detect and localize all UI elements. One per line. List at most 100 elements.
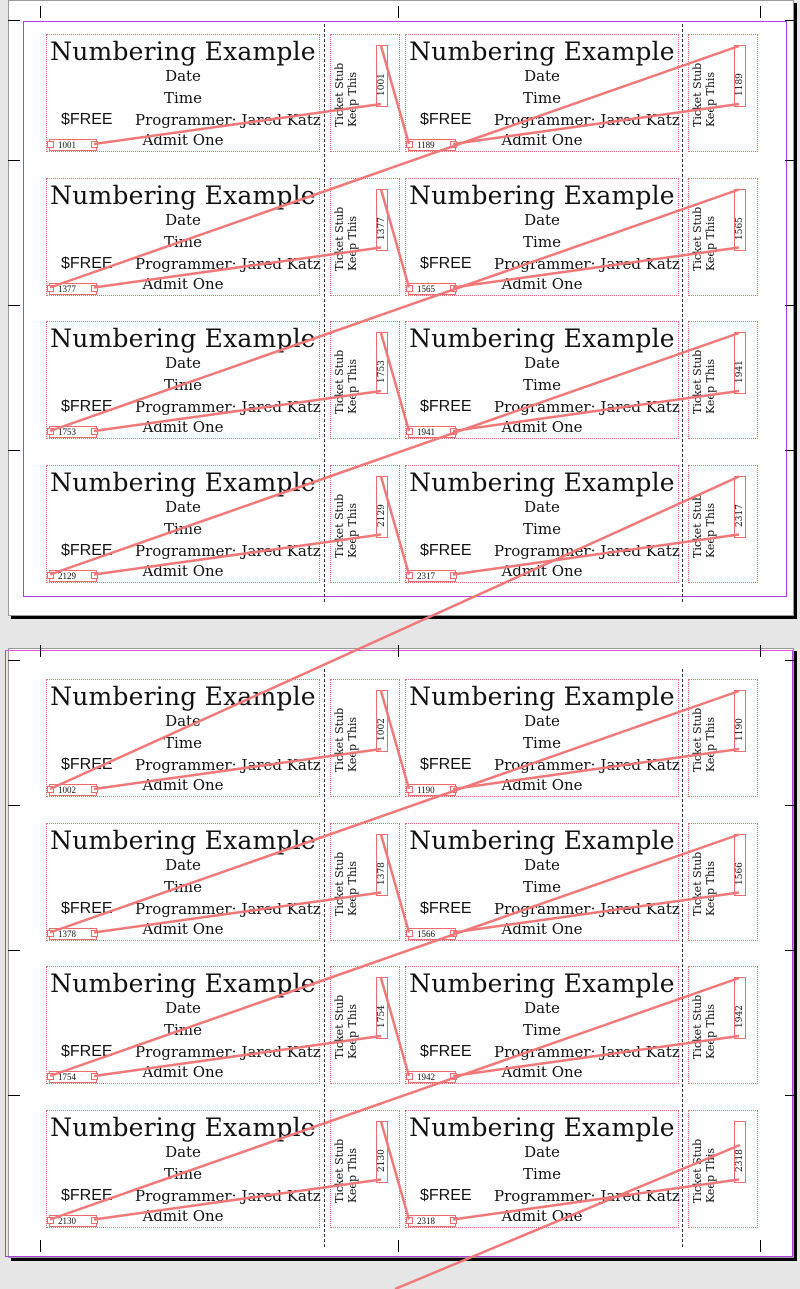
in-port-icon[interactable] — [406, 1216, 413, 1224]
stub-number-frame[interactable]: 2317 — [734, 475, 746, 538]
out-port-icon[interactable] — [91, 428, 98, 435]
ticket-price: $FREE — [61, 1186, 113, 1204]
stub-number-frame[interactable]: 1754 — [376, 977, 388, 1039]
ticket-number-frame[interactable]: 2130 — [49, 1214, 97, 1227]
ticket-number-frame[interactable]: 1002 — [49, 784, 97, 796]
out-port-icon[interactable] — [450, 284, 457, 292]
stub-number-frame[interactable]: 2130 — [376, 1120, 388, 1183]
stub-number: 1941 — [735, 360, 745, 383]
in-port-icon[interactable] — [406, 428, 413, 435]
out-port-icon[interactable] — [91, 571, 98, 579]
stub-number-frame[interactable]: 1565 — [734, 188, 746, 251]
ticket-price: $FREE — [61, 1043, 113, 1060]
ticket-number-frame[interactable]: 1377 — [49, 282, 97, 295]
out-port-icon[interactable] — [450, 929, 457, 937]
stub-number-frame[interactable]: 1002 — [376, 690, 388, 752]
ticket-number-frame[interactable]: 2318 — [408, 1214, 456, 1227]
ticket-number-frame[interactable]: 1941 — [408, 426, 456, 438]
ticket-number-frame[interactable]: 1566 — [408, 927, 456, 940]
out-port-icon[interactable] — [91, 141, 98, 148]
in-port-icon[interactable] — [47, 786, 54, 793]
in-port-icon[interactable] — [47, 428, 54, 435]
in-port-icon[interactable] — [47, 141, 54, 148]
out-port-icon[interactable] — [450, 141, 457, 148]
out-port-icon[interactable] — [91, 929, 98, 937]
out-port-icon[interactable] — [450, 1216, 457, 1224]
in-port-icon[interactable] — [406, 786, 413, 793]
stub-number-frame[interactable]: 2129 — [376, 475, 388, 538]
ticket-number-frame[interactable]: 1190 — [408, 784, 456, 796]
out-port-icon[interactable] — [91, 1073, 98, 1080]
ticket-number-frame[interactable]: 1189 — [408, 139, 456, 151]
in-port-icon[interactable] — [47, 1216, 54, 1224]
ticket-number-frame[interactable]: 1001 — [49, 139, 97, 151]
stub-number-frame[interactable]: 1753 — [376, 332, 388, 394]
out-port-icon[interactable] — [450, 571, 457, 579]
ticket-number-frame[interactable]: 1753 — [49, 426, 97, 438]
stub-number-frame[interactable]: 1378 — [376, 833, 388, 896]
ticket-number-frame[interactable]: 1565 — [408, 282, 456, 295]
in-port-icon[interactable] — [47, 571, 54, 579]
stub-number-frame[interactable]: 1377 — [376, 188, 388, 251]
out-port-icon[interactable] — [91, 1216, 98, 1224]
stub-number-frame[interactable]: 1190 — [734, 690, 746, 752]
in-port-icon[interactable] — [47, 929, 54, 937]
stub-number-frame[interactable]: 1001 — [376, 45, 388, 107]
out-port-icon[interactable] — [91, 284, 98, 292]
in-port-icon[interactable] — [406, 571, 413, 579]
out-port-icon[interactable] — [450, 428, 457, 435]
crop-mark — [785, 305, 797, 306]
in-port-icon[interactable] — [406, 284, 413, 292]
ticket-number-frame[interactable]: 2129 — [49, 569, 97, 582]
stub-number-frame[interactable]: 1941 — [734, 332, 746, 394]
in-port-icon[interactable] — [47, 1073, 54, 1080]
in-port-icon[interactable] — [406, 1073, 413, 1080]
ticket-number-frame[interactable]: 1378 — [49, 927, 97, 940]
in-port-icon[interactable] — [406, 929, 413, 937]
out-port-icon[interactable] — [450, 786, 457, 793]
stub-number-frame[interactable]: 1942 — [734, 977, 746, 1039]
in-port-icon[interactable] — [406, 141, 413, 148]
ticket-number-frame[interactable]: 1754 — [49, 1071, 97, 1083]
in-port-icon[interactable] — [47, 284, 54, 292]
stub-number-frame[interactable]: 1566 — [734, 833, 746, 896]
out-port-icon[interactable] — [91, 786, 98, 793]
stub-number-frame[interactable]: 1189 — [734, 45, 746, 107]
out-port-icon[interactable] — [450, 1073, 457, 1080]
stub-number-frame[interactable]: 2318 — [734, 1120, 746, 1183]
ticket-number-frame[interactable]: 1942 — [408, 1071, 456, 1083]
ticket-number-frame[interactable]: 2317 — [408, 569, 456, 582]
